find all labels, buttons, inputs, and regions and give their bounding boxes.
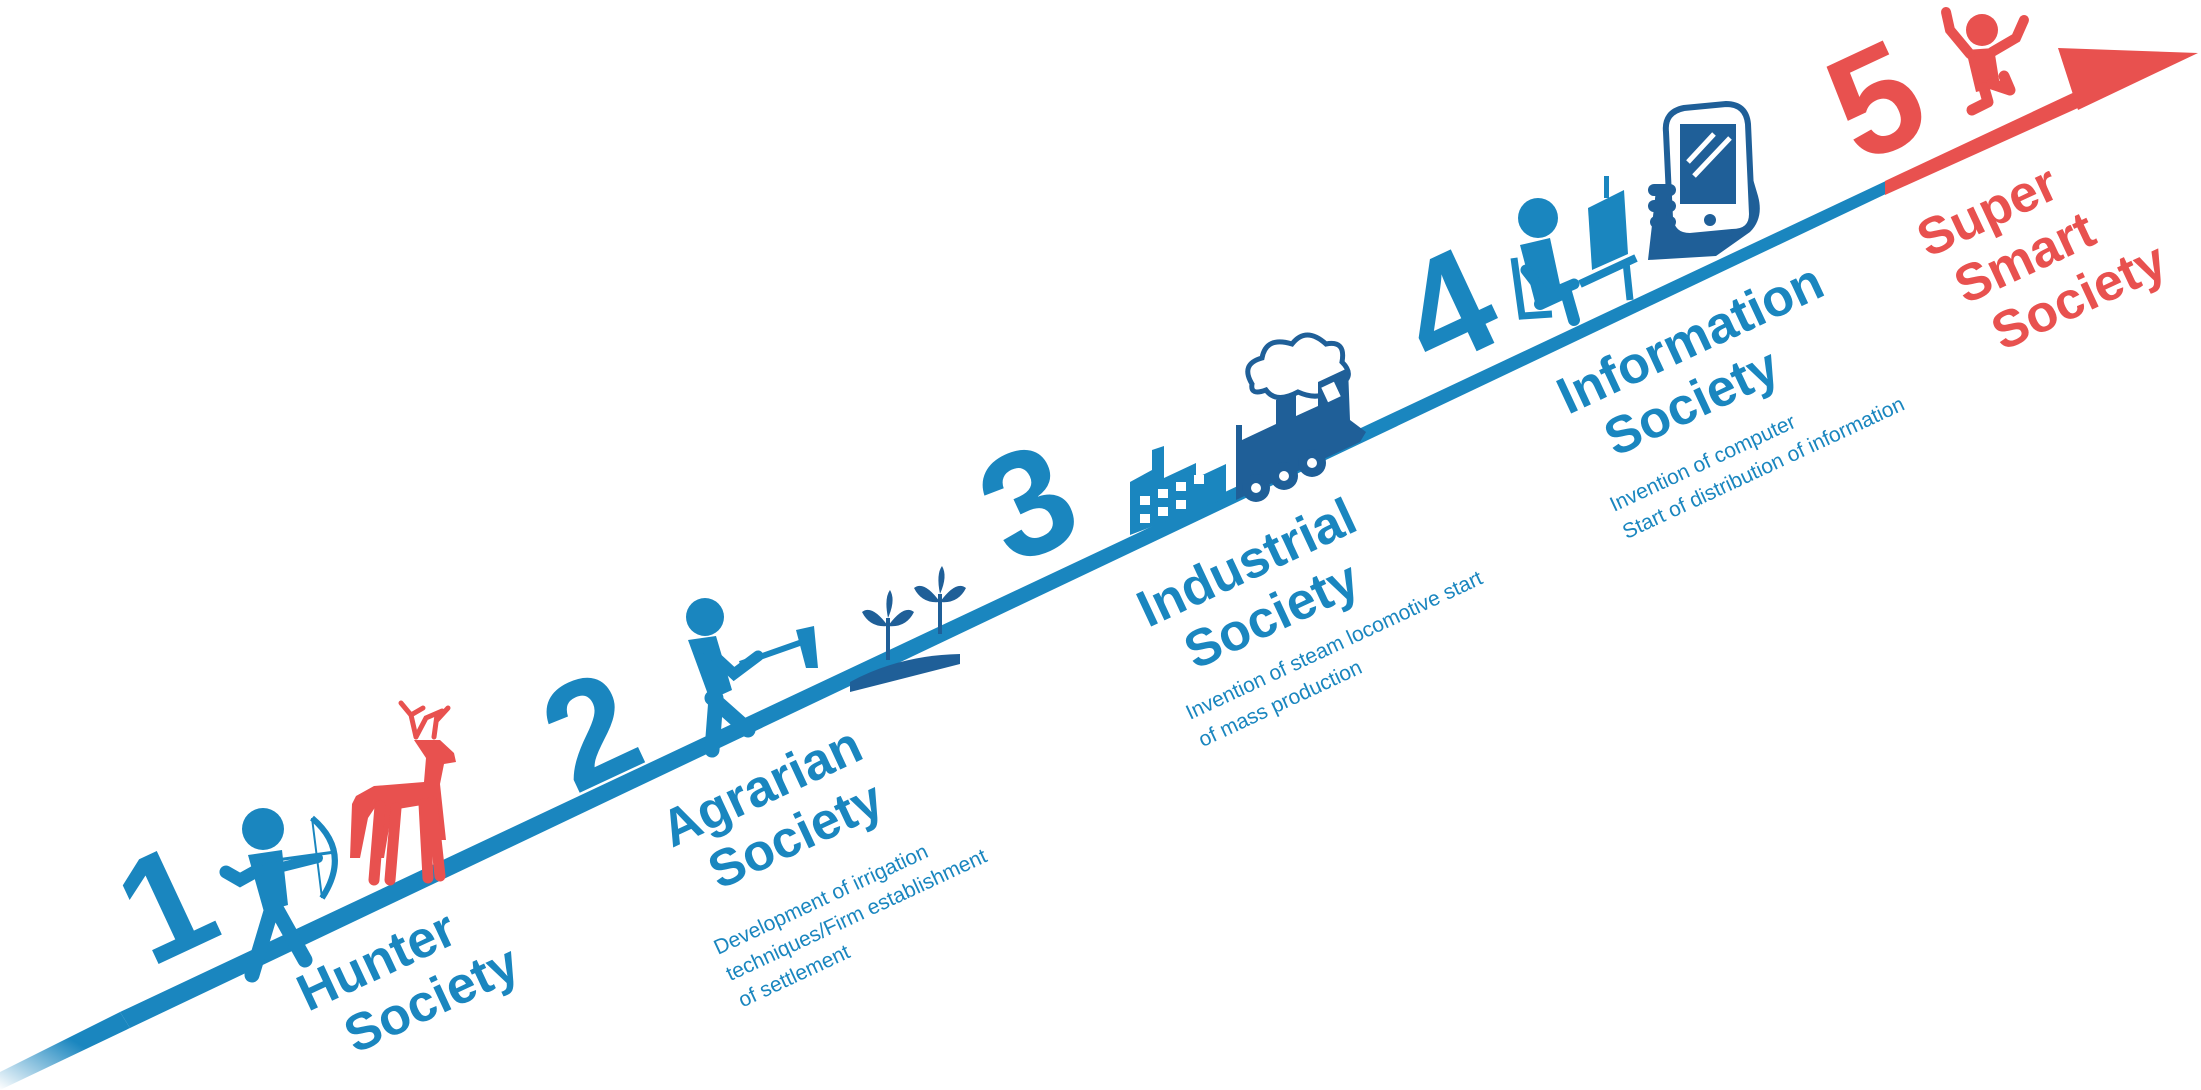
stage-3-industrial: 3 Industrial Society Inve xyxy=(955,332,1486,752)
farmer-hoe-icon xyxy=(686,598,818,758)
factory-icon xyxy=(1130,440,1248,535)
stage-2-number: 2 xyxy=(518,636,665,824)
jumping-person-icon xyxy=(1941,7,2029,116)
archer-icon xyxy=(219,808,338,983)
timeline-band-fade xyxy=(0,1012,130,1090)
deer-icon xyxy=(350,700,456,886)
sprouts-icon xyxy=(850,566,966,692)
smartphone-hand-icon xyxy=(1648,100,1760,260)
computer-user-icon xyxy=(1510,176,1638,326)
stage-1-title: Hunter Society xyxy=(289,899,528,1064)
steam-locomotive-icon xyxy=(1236,332,1366,502)
timeline-band-blue xyxy=(120,179,1890,1028)
timeline-band-red xyxy=(1885,90,2089,195)
stage-4-number: 4 xyxy=(1375,213,1522,401)
stage-5-number: 5 xyxy=(1803,6,1950,194)
stage-4-information: 4 Information Society Inv xyxy=(1375,100,1908,544)
stage-1-hunter: 1 Hunter Society xyxy=(93,700,528,1065)
timeline-arrow xyxy=(0,48,2198,1090)
stage-3-number: 3 xyxy=(955,408,1102,596)
timeline-arrowhead xyxy=(2058,48,2198,110)
stage-1-number: 1 xyxy=(93,809,240,997)
